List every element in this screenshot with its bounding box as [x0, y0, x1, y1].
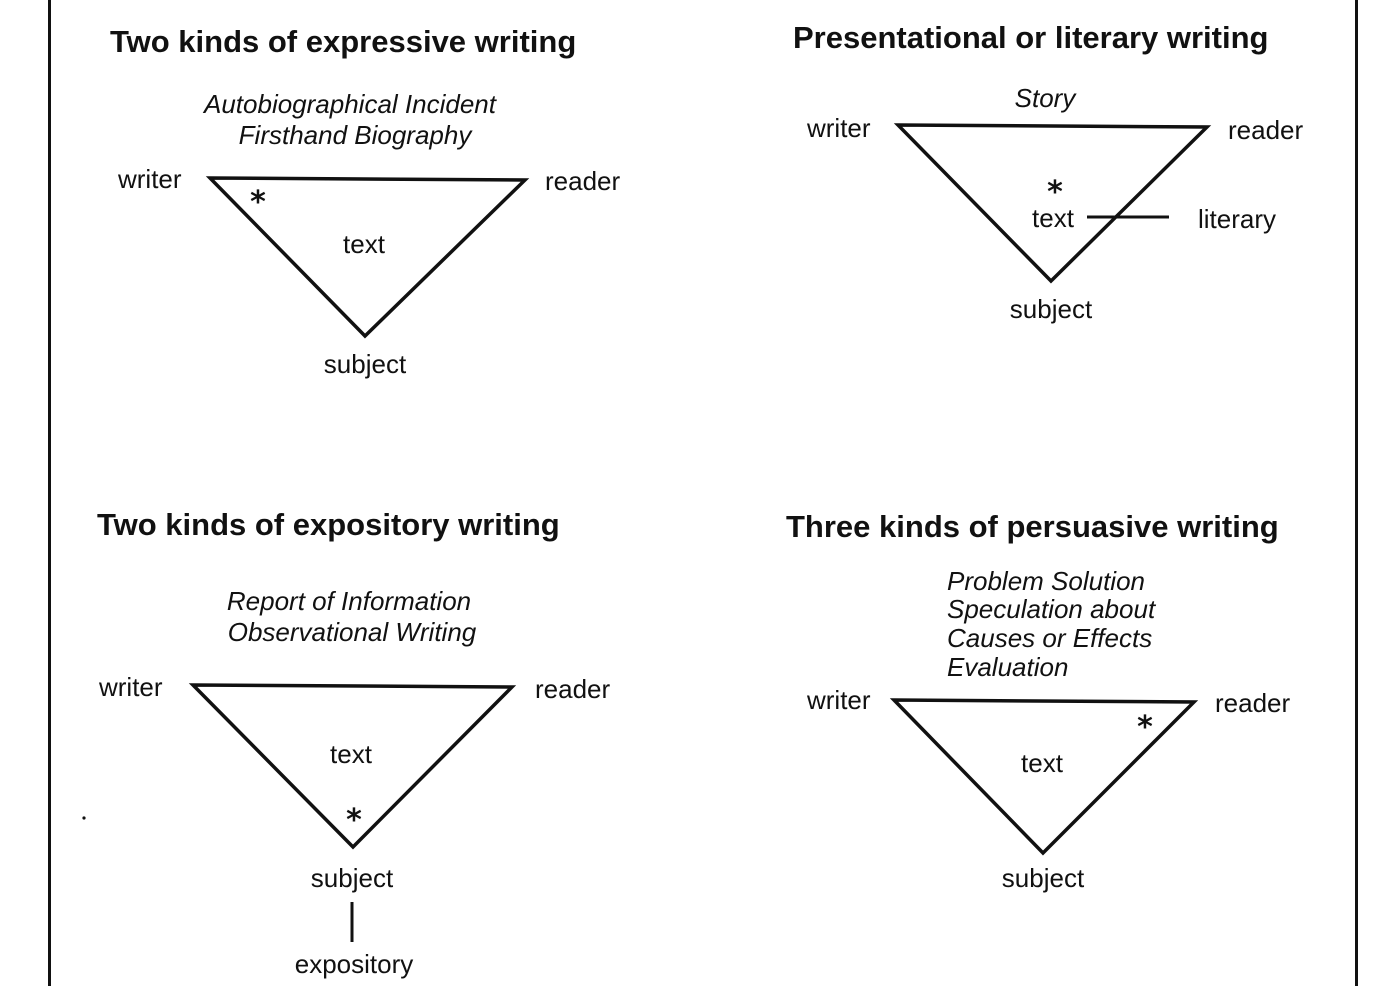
rhetorical-triangle — [889, 698, 1199, 856]
subject-vertex-label: subject — [1002, 863, 1085, 893]
reader-vertex-label: reader — [1228, 115, 1303, 145]
text-center-label: text — [1032, 203, 1075, 233]
panel-literary: Presentational or literary writing Story… — [793, 20, 1303, 324]
genre-label: Evaluation — [947, 652, 1068, 682]
writer-vertex-label: writer — [117, 164, 182, 194]
emphasis-asterisk: * — [250, 185, 266, 220]
rhetorical-triangle — [893, 123, 1212, 284]
reader-vertex-label: reader — [535, 674, 610, 704]
subject-vertex-label: subject — [324, 349, 407, 379]
expository-side-label: expository — [295, 949, 414, 979]
genre-label: Autobiographical Incident — [202, 89, 498, 119]
text-center-label: text — [330, 739, 373, 769]
genre-label: Story — [1015, 83, 1078, 113]
panel-expressive: Two kinds of expressive writing Autobiog… — [110, 24, 620, 379]
panel-title: Presentational or literary writing — [793, 20, 1268, 55]
literary-side-label: literary — [1198, 204, 1276, 234]
writer-vertex-label: writer — [806, 685, 871, 715]
text-center-label: text — [1021, 748, 1064, 778]
writer-vertex-label: writer — [98, 672, 163, 702]
genre-label: Report of Information — [227, 586, 471, 616]
genre-label: Observational Writing — [228, 617, 477, 647]
reader-vertex-label: reader — [545, 166, 620, 196]
panel-expository: Two kinds of expository writing Report o… — [97, 507, 610, 979]
writer-vertex-label: writer — [806, 113, 871, 143]
genre-label: Speculation about — [947, 594, 1157, 624]
emphasis-asterisk: * — [1047, 175, 1063, 210]
reader-vertex-label: reader — [1215, 688, 1290, 718]
panel-persuasive: Three kinds of persuasive writing Proble… — [786, 509, 1290, 893]
genre-label: Firsthand Biography — [239, 120, 474, 150]
panel-title: Two kinds of expository writing — [97, 507, 560, 542]
scan-speck — [82, 816, 86, 820]
rhetorical-triangle — [188, 683, 517, 850]
page-frame-left-border — [48, 0, 51, 986]
subject-vertex-label: subject — [311, 863, 394, 893]
genre-label: Causes or Effects — [947, 623, 1152, 653]
page-frame-right-border — [1355, 0, 1358, 986]
emphasis-asterisk: * — [346, 803, 362, 838]
panel-title: Two kinds of expressive writing — [110, 24, 576, 59]
subject-vertex-label: subject — [1010, 294, 1093, 324]
emphasis-asterisk: * — [1137, 710, 1153, 745]
text-center-label: text — [343, 229, 386, 259]
genre-label: Problem Solution — [947, 566, 1145, 596]
panel-title: Three kinds of persuasive writing — [786, 509, 1279, 544]
rhetorical-triangle — [205, 176, 530, 339]
